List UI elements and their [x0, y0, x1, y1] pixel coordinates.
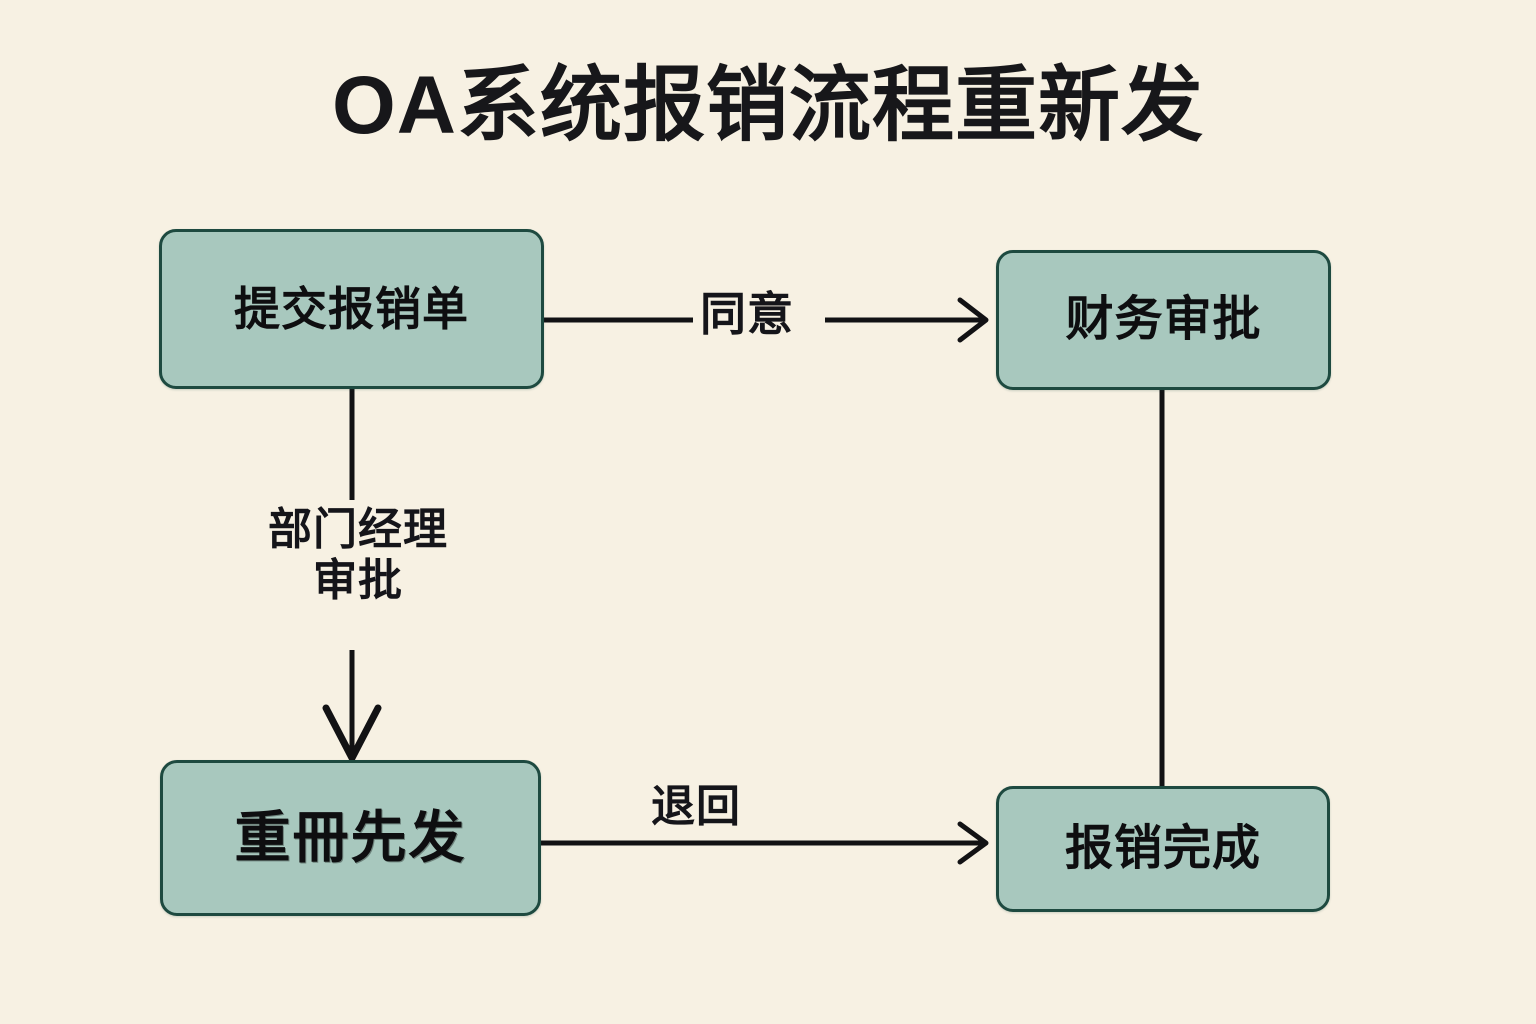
edge-label-return: 退回	[651, 782, 741, 831]
node-finance-approval[interactable]: 财务审批	[996, 250, 1331, 390]
node-resend-label: 重冊先发	[234, 806, 467, 870]
node-resend[interactable]: 重冊先发	[160, 760, 541, 916]
arrowhead-right-bottom	[957, 821, 989, 865]
edge-label-manager-approval: 部门经理 审批	[218, 505, 498, 606]
page-title: OA系统报销流程重新发	[331, 60, 1204, 151]
edge-label-agree: 同意	[700, 288, 794, 340]
arrowhead-down-left	[322, 704, 382, 762]
node-reimbursement-complete[interactable]: 报销完成	[996, 786, 1330, 912]
edge-label-manager-line1: 部门经理	[268, 505, 448, 554]
node-finance-label: 财务审批	[1065, 292, 1262, 346]
node-submit-expense-form[interactable]: 提交报销单	[159, 229, 544, 389]
edge-label-manager-line2: 审批	[313, 555, 403, 605]
node-complete-label: 报销完成	[1064, 821, 1261, 875]
node-submit-label: 提交报销单	[234, 282, 469, 335]
arrowhead-right-top	[957, 297, 989, 343]
